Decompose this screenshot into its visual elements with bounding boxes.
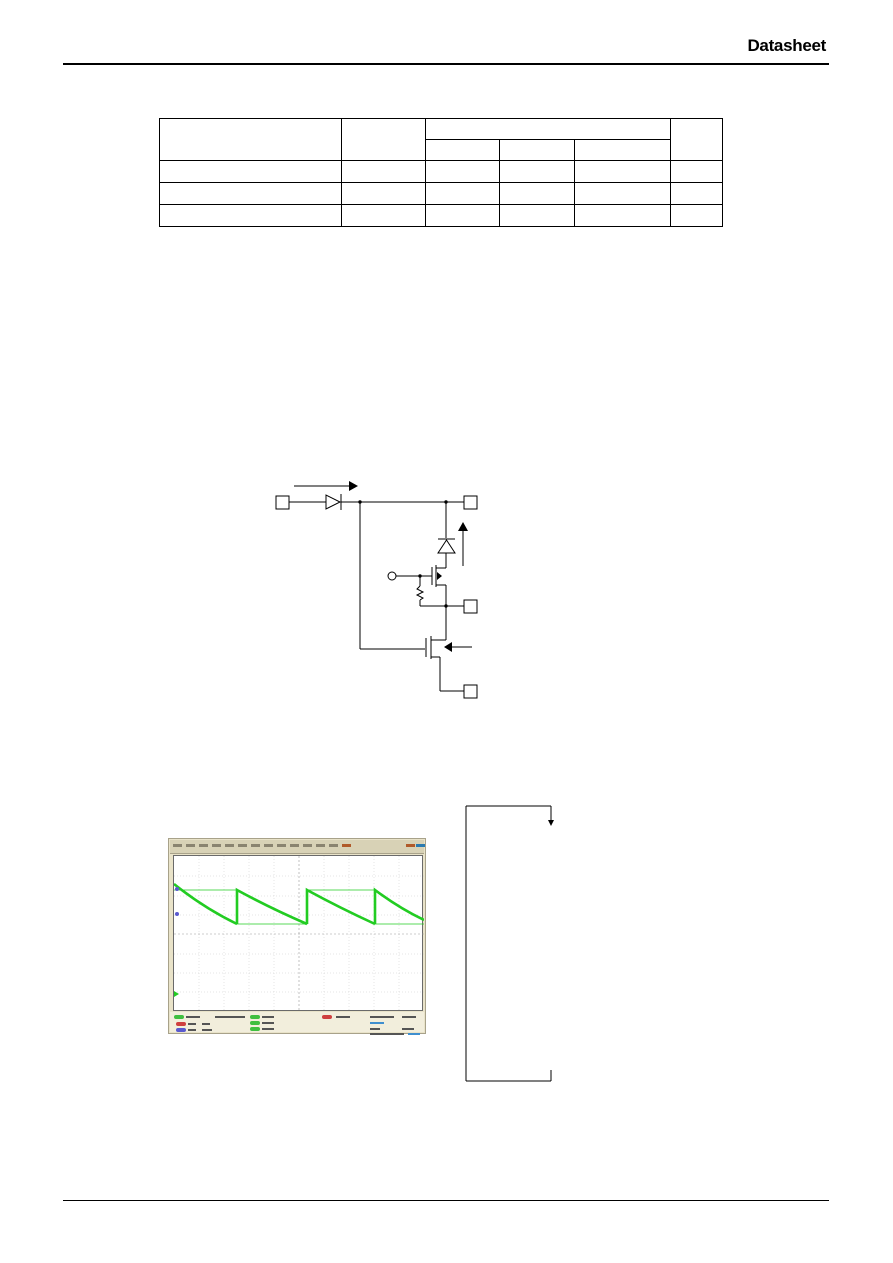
junction-dot [444,500,448,504]
table-header-cell [159,118,342,161]
spec-table [159,118,724,227]
scope-menu-bar [170,840,425,854]
oscilloscope-screenshot [168,838,426,1035]
arrow-head [444,642,452,652]
footer-rule [63,1200,829,1201]
terminal-right-middle [463,599,478,614]
table-row [159,182,724,205]
terminal-right-bottom [463,684,478,699]
table-cell [573,204,672,227]
arrow-head [548,820,554,826]
arrow-head [349,481,358,491]
table-row [159,204,724,227]
table-row [159,160,724,183]
channel-marker [175,887,179,891]
scope-display [173,855,424,1012]
scope-sawtooth-trace [174,882,424,926]
diode-symbol [325,494,342,510]
table-header-row [159,118,724,161]
scope-square-trace [174,889,424,925]
junction-dot [444,604,448,608]
scope-waveform [174,856,424,1012]
junction-dot [358,500,362,504]
terminal-left [275,495,290,510]
arrow-head [458,522,468,531]
arrow-head [437,572,442,580]
scope-status-bar [170,1012,424,1035]
gate-terminal [387,571,397,581]
header-rule [63,63,829,65]
diode-symbol [437,539,456,554]
junction-dot [418,574,422,578]
table-header-cell [670,118,724,161]
table-cell [670,204,724,227]
ground-marker [174,991,179,997]
resistor [415,585,425,601]
table-header-cell [341,118,426,161]
header-title: Datasheet [747,36,826,55]
terminal-right-top [463,495,478,510]
channel-marker [175,912,179,916]
